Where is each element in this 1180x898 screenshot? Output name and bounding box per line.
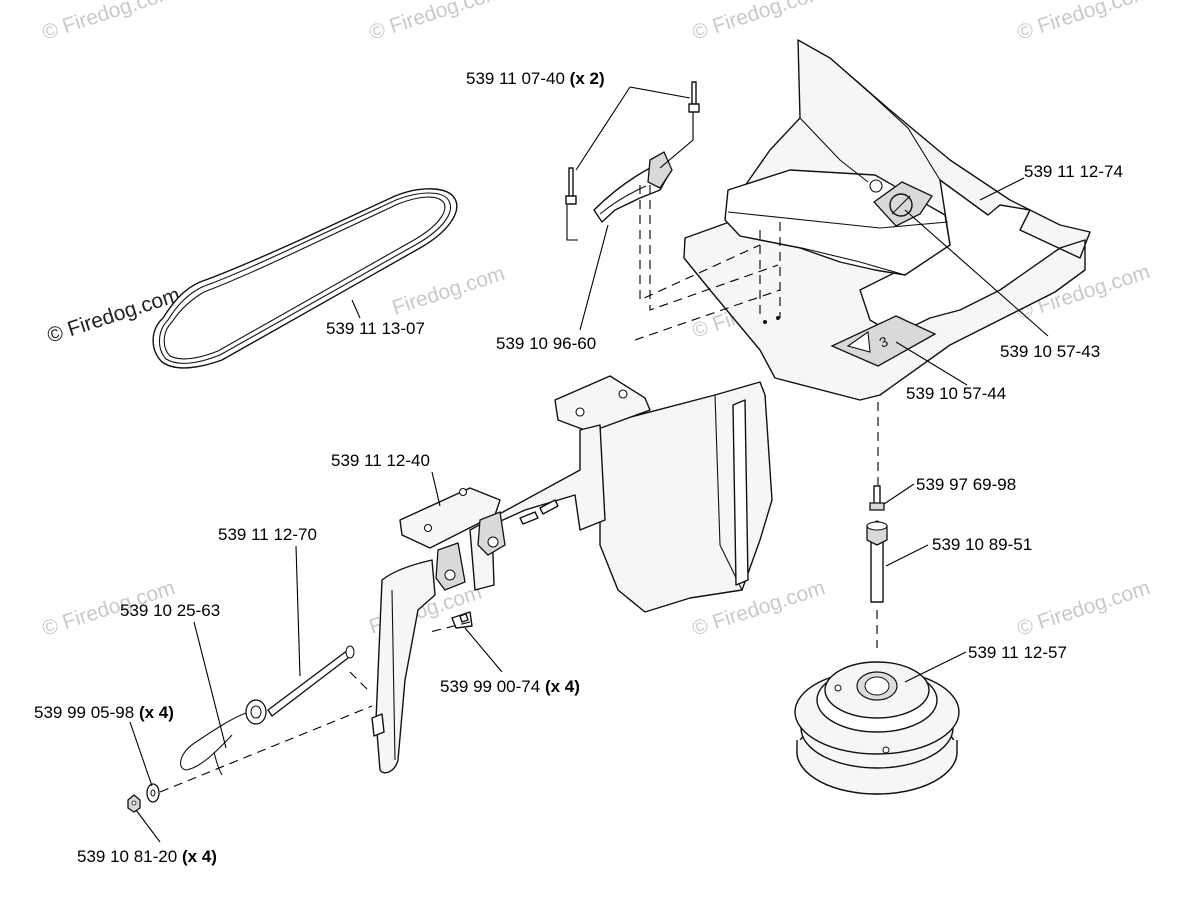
chute-assembly (371, 375, 773, 774)
watermark: © Firedog.com (689, 0, 827, 45)
label-539-10-96-60: 539 10 96-60 (496, 334, 596, 353)
watermark: © Firedog.com (39, 0, 177, 45)
part-labels: 539 11 07-40 (x 2) 539 11 12-74 539 11 1… (34, 69, 1123, 866)
pulley-assembly (794, 485, 960, 795)
label-539-11-12-74: 539 11 12-74 (1024, 162, 1123, 181)
belt (152, 188, 458, 369)
label-539-10-89-51: 539 10 89-51 (932, 535, 1032, 554)
quantity: (x 4) (545, 677, 580, 696)
quantity: (x 2) (570, 69, 605, 88)
watermark: Firedog.com (389, 262, 507, 320)
label-539-11-07-40: 539 11 07-40 (x 2) (466, 69, 605, 88)
quantity: (x 4) (182, 847, 217, 866)
label-539-11-12-40: 539 11 12-40 (331, 451, 430, 470)
hardware-lower-left (127, 645, 355, 813)
label-539-99-00-74: 539 99 00-74 (x 4) (440, 677, 580, 696)
label-539-99-05-98: 539 99 05-98 (x 4) (34, 703, 174, 722)
label-539-10-57-43: 539 10 57-43 (1000, 342, 1100, 361)
latch-assembly (565, 81, 700, 241)
warning-decal-43 (873, 181, 933, 227)
watermark: © Firedog.com (366, 0, 504, 45)
part-number: 539 99 00-74 (440, 677, 540, 696)
part-number: 539 99 05-98 (34, 703, 134, 722)
label-539-10-25-63: 539 10 25-63 (120, 601, 220, 620)
deflector-cover: 3 (683, 39, 1091, 401)
label-539-11-12-70: 539 11 12-70 (218, 525, 317, 544)
watermark: © Firedog.com (1014, 0, 1152, 45)
label-539-11-12-57: 539 11 12-57 (968, 643, 1067, 662)
part-number: 539 10 81-20 (77, 847, 177, 866)
label-539-10-81-20: 539 10 81-20 (x 4) (77, 847, 217, 866)
alignment-lines (159, 185, 879, 793)
leader-lines (129, 86, 1049, 843)
quantity: (x 4) (139, 703, 174, 722)
part-number: 539 11 07-40 (466, 69, 565, 88)
label-539-97-69-98: 539 97 69-98 (916, 475, 1016, 494)
label-539-10-57-44: 539 10 57-44 (906, 384, 1006, 403)
watermark: © Firedog.com (1014, 576, 1152, 641)
warning-decal-44: 3 (830, 315, 937, 367)
label-539-11-13-07: 539 11 13-07 (326, 319, 425, 338)
